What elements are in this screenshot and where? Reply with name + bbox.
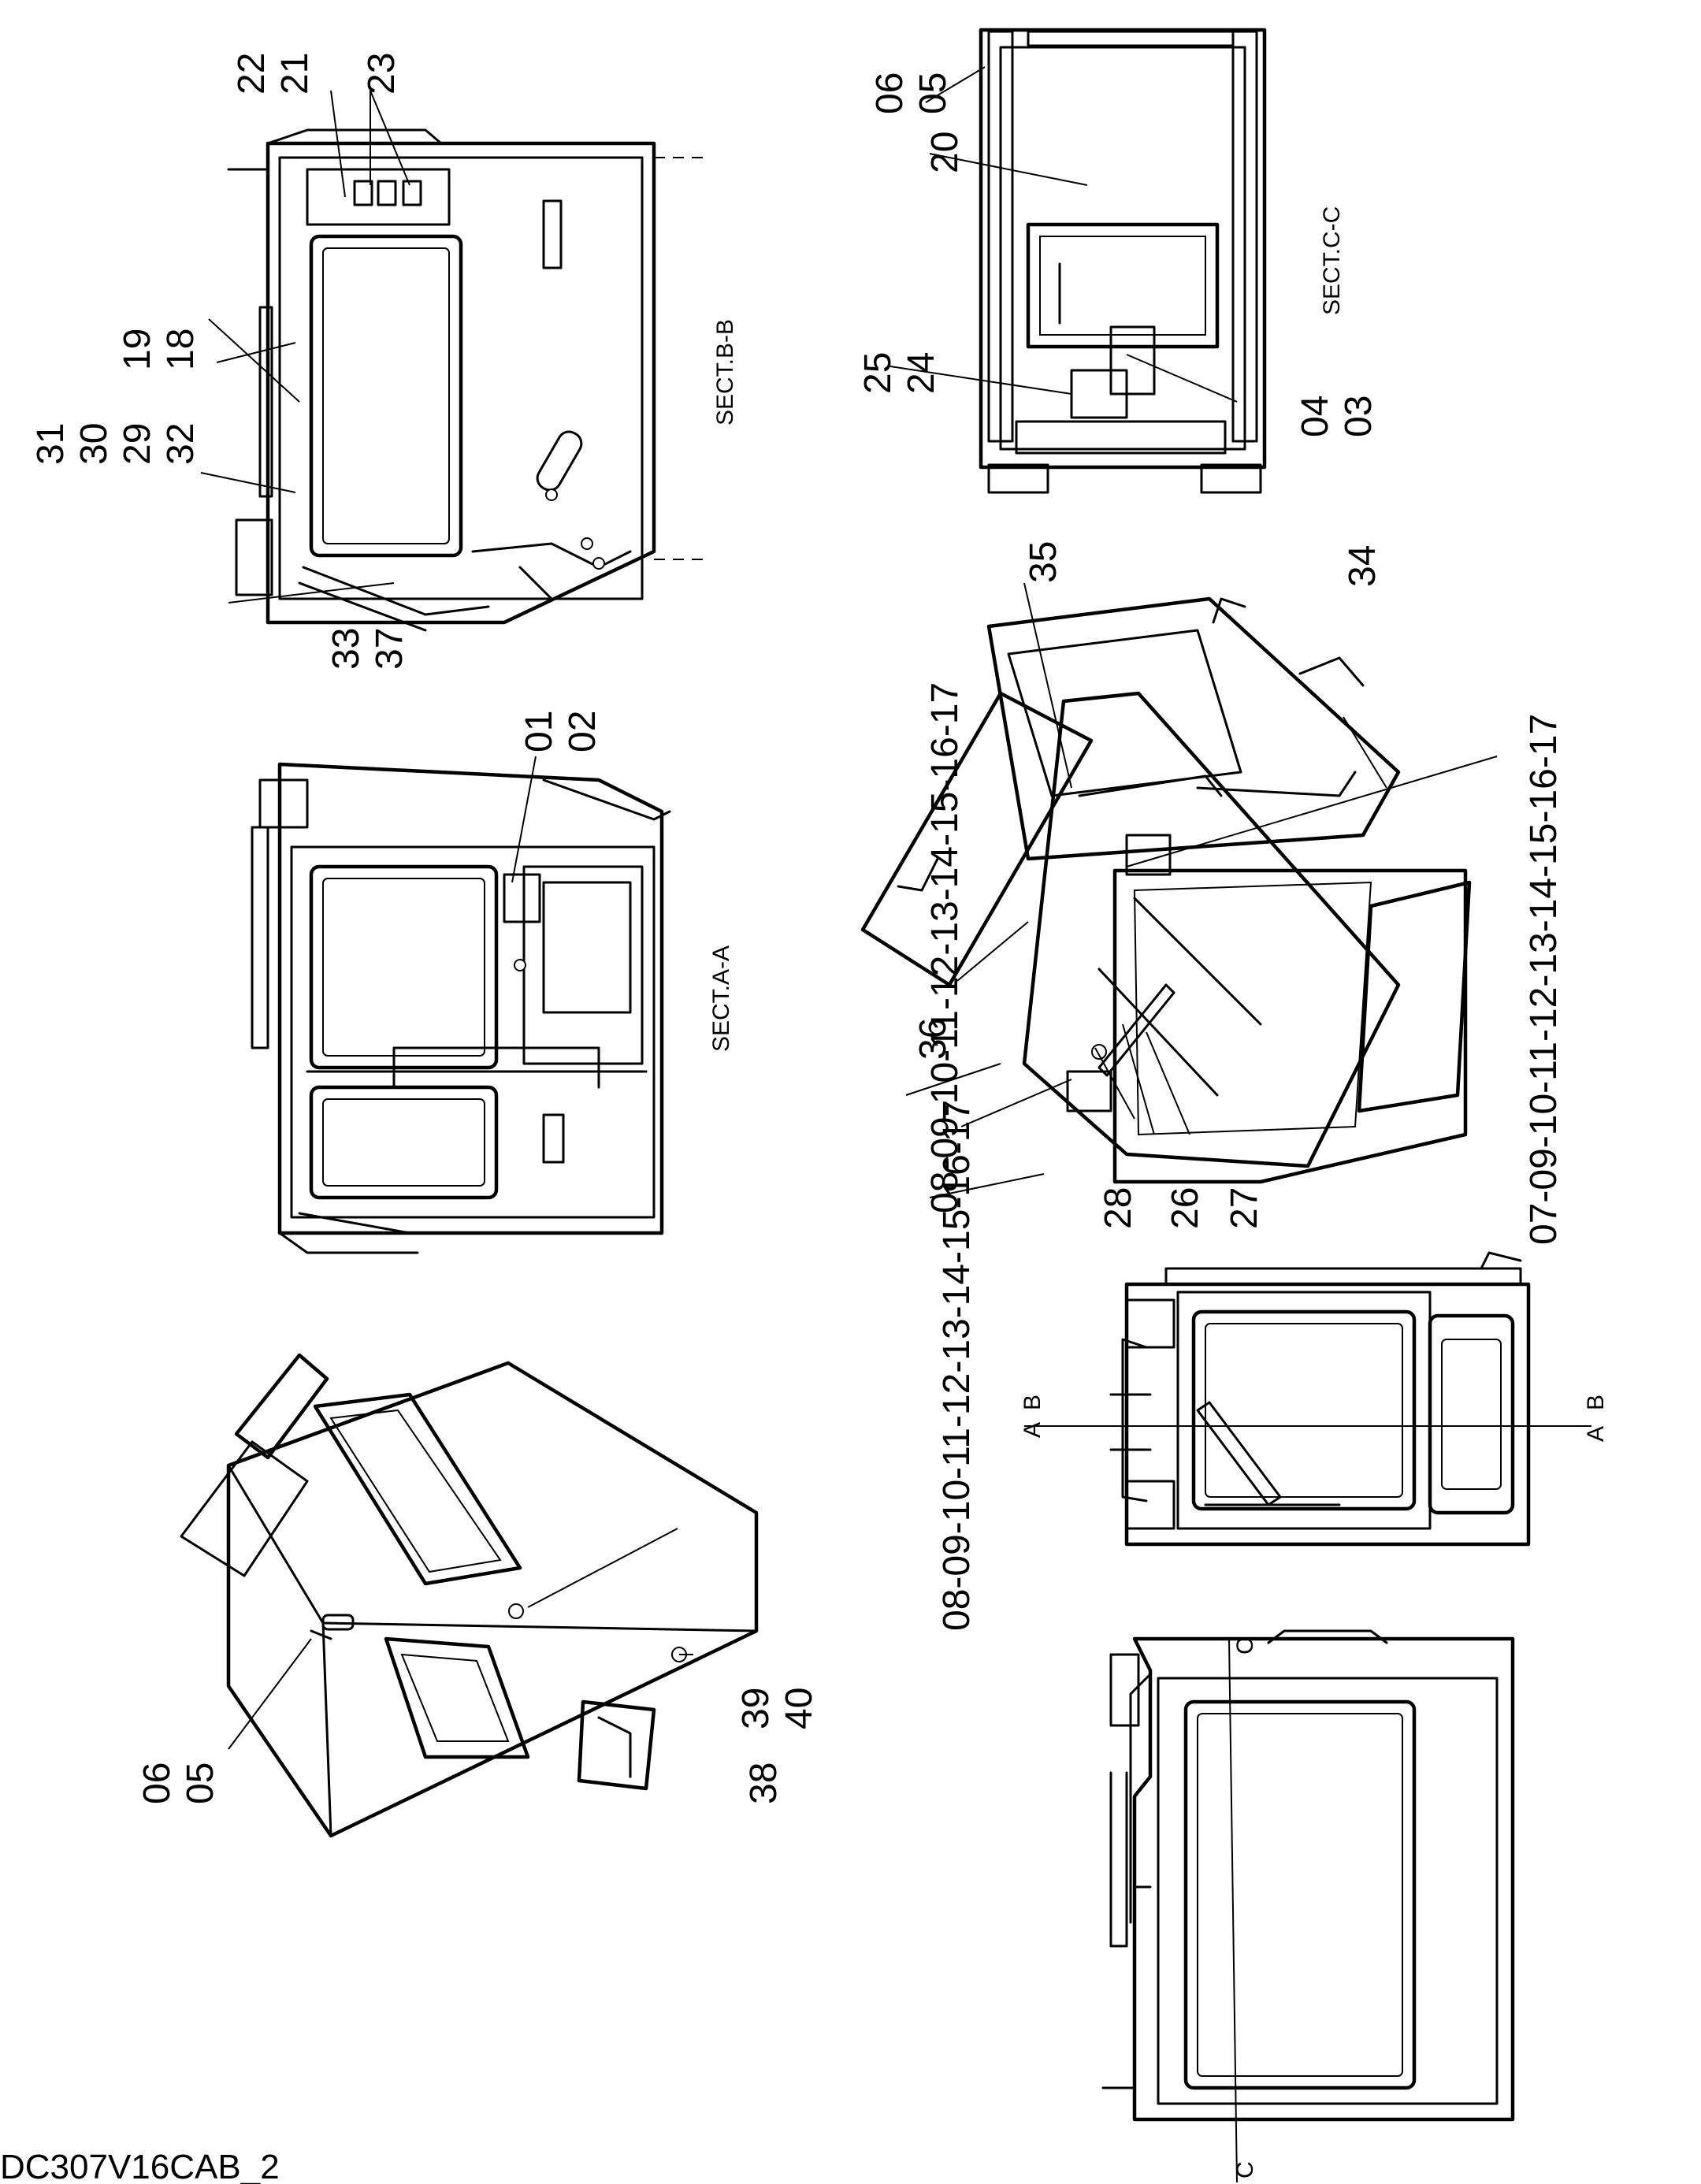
interior-isometric-view xyxy=(860,596,1472,1184)
section-c-c-view xyxy=(979,28,1267,494)
callout-35: 35 xyxy=(1023,541,1064,583)
callout-34: 34 xyxy=(1342,545,1383,587)
callout-39: 39 xyxy=(735,1688,777,1729)
side-view xyxy=(1101,1629,1515,2183)
section-a-a-view xyxy=(251,762,671,1254)
drawing-code: DC307V16CAB_2 xyxy=(0,2148,280,2184)
callout-30: 30 xyxy=(73,423,115,465)
callout-40: 40 xyxy=(778,1688,820,1729)
front-view xyxy=(1024,1251,1591,1547)
callout-28: 28 xyxy=(1097,1187,1139,1229)
exterior-isometric-view xyxy=(180,1353,759,1838)
callout-05-lower: 05 xyxy=(180,1762,221,1804)
callout-36: 36 xyxy=(912,1018,954,1060)
callout-04: 04 xyxy=(1294,396,1336,437)
sequence-label-left: 08-09-10-11-12-13-14-15-16-17 xyxy=(936,1100,978,1631)
callout-05-upper: 05 xyxy=(912,72,954,114)
callout-31: 31 xyxy=(30,423,72,465)
callout-labels: 31 30 29 32 19 18 22 21 23 33 37 SECT.B-… xyxy=(30,53,1609,2178)
section-marker-c-bottom: C xyxy=(1232,2161,1258,2178)
section-label-b-b: SECT.B-B xyxy=(712,319,738,425)
section-marker-b-left: B xyxy=(1019,1395,1045,1410)
callout-20: 20 xyxy=(924,132,966,173)
sequence-label-iso: 08-09-10-11-12-13-14-15-16-17 xyxy=(924,682,966,1213)
callout-19: 19 xyxy=(117,329,158,370)
callout-24: 24 xyxy=(901,352,942,394)
leader-lines xyxy=(200,66,1498,1750)
callout-21: 21 xyxy=(274,53,316,95)
callout-32: 32 xyxy=(160,423,202,465)
section-b-b-view xyxy=(227,128,709,632)
section-marker-c-top: C xyxy=(1232,1637,1258,1655)
sequence-label-right: 07-09-10-11-12-13-14-15-16-17 xyxy=(1523,714,1565,1245)
callout-27: 27 xyxy=(1224,1187,1265,1229)
callout-06-lower: 06 xyxy=(136,1762,178,1804)
callout-29: 29 xyxy=(117,423,158,465)
callout-37: 37 xyxy=(369,628,410,670)
callout-26: 26 xyxy=(1164,1187,1206,1229)
section-marker-a-right: A xyxy=(1583,1426,1609,1442)
callout-33: 33 xyxy=(325,628,367,670)
callout-38: 38 xyxy=(743,1762,785,1804)
callout-22: 22 xyxy=(231,53,273,95)
callout-03: 03 xyxy=(1338,396,1380,437)
section-label-a-a: SECT.A-A xyxy=(708,945,734,1052)
section-marker-b-right: B xyxy=(1583,1395,1609,1410)
callout-25: 25 xyxy=(857,352,899,394)
callout-02: 02 xyxy=(562,711,604,752)
section-marker-a-left: A xyxy=(1019,1422,1045,1438)
callout-06-upper: 06 xyxy=(869,72,911,114)
section-label-c-c: SECT.C-C xyxy=(1319,206,1345,315)
callout-18: 18 xyxy=(160,329,202,370)
callout-01: 01 xyxy=(518,711,560,752)
callout-23: 23 xyxy=(361,53,403,95)
